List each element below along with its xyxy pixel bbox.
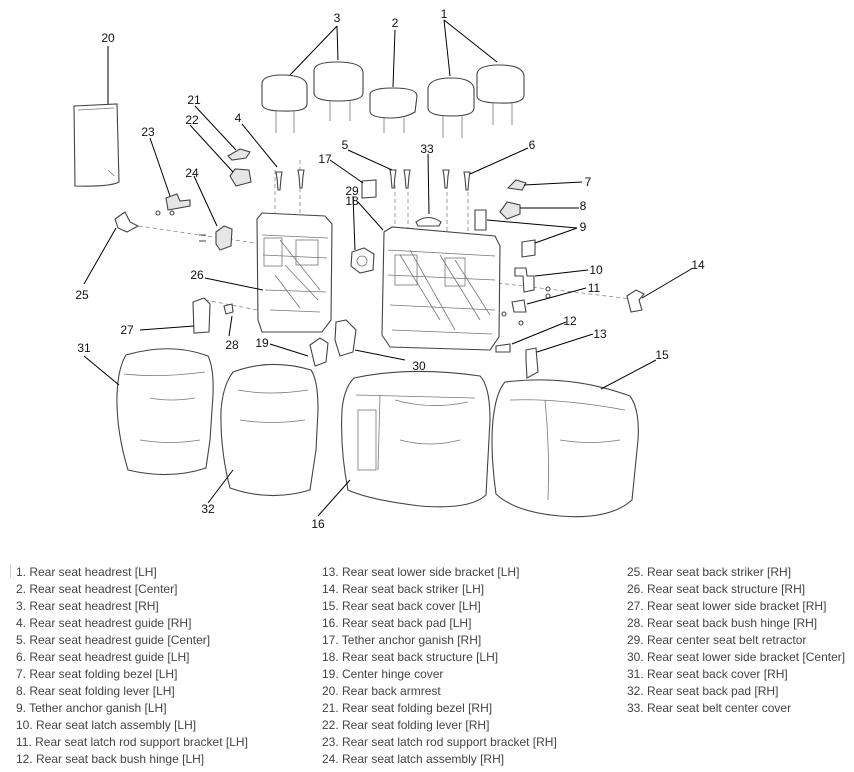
seat-belt-center-cover [415,216,442,227]
seat-back-cover-rh [116,348,214,476]
seat-back-structure-rh [256,212,333,333]
seat-back-structure-lh [381,226,501,351]
legend-item-19: 19. Center hinge cover [322,667,444,681]
legend-item-16: 16. Rear seat back pad [LH] [322,616,472,630]
callout-1: 1 [441,7,448,21]
callout-6: 6 [529,138,536,152]
callout-31: 31 [77,341,91,355]
legend-item-6: 6. Rear seat headrest guide [LH] [16,650,190,664]
legend-item-23: 23. Rear seat latch rod support bracket … [322,735,557,749]
legend-item-2: 2. Rear seat headrest [Center] [16,582,178,596]
leader-lines [83,19,694,517]
legend-item-10: 10. Rear seat latch assembly [LH] [16,718,197,732]
legend-item-17: 17. Tether anchor ganish [RH] [322,633,482,647]
legend-item-28: 28. Rear seat back bush hinge [RH] [627,616,818,630]
callout-2: 2 [392,16,399,30]
callout-27: 27 [120,323,134,337]
callout-3: 3 [334,11,341,25]
callout-23: 23 [141,125,155,139]
callout-21: 21 [187,93,201,107]
callout-28: 28 [225,338,239,352]
legend-item-22: 22. Rear seat folding lever [RH] [322,718,490,732]
headrest-lh [427,77,475,138]
small-parts-left [114,148,252,334]
callout-18: 18 [345,194,359,208]
callout-9: 9 [580,220,587,234]
legend-item-30: 30. Rear seat lower side bracket [Center… [627,650,846,664]
legend-item-20: 20. Rear back armrest [322,684,441,698]
legend-item-15: 15. Rear seat back cover [LH] [322,599,481,613]
headrest-rh-2 [313,61,364,121]
headrest-lh-2 [476,64,525,125]
callout-12: 12 [563,314,577,328]
legend-item-7: 7. Rear seat folding bezel [LH] [16,667,178,681]
callout-22: 22 [185,113,199,127]
callout-24: 24 [185,166,199,180]
legend-item-13: 13. Rear seat lower side bracket [LH] [322,565,520,579]
legend-item-33: 33. Rear seat belt center cover [627,701,792,715]
callout-11: 11 [588,281,601,295]
legend-item-12: 12. Rear seat back bush hinge [LH] [16,752,205,766]
small-parts-right [309,179,645,379]
seat-back-pad-lh [341,370,491,508]
legend-column-2: 13. Rear seat lower side bracket [LH] 14… [322,564,557,768]
callout-29: 29 [345,184,359,198]
callout-4: 4 [235,111,242,125]
tether-anchor-ganish-rh [361,179,377,199]
legend-column-1: 1. Rear seat headrest [LH] 2. Rear seat … [16,564,248,768]
legend-item-18: 18. Rear seat back structure [LH] [322,650,499,664]
callout-17: 17 [318,152,332,166]
legend-item-14: 14. Rear seat back striker [LH] [322,582,485,596]
legend-item-1: 1. Rear seat headrest [LH] [16,565,157,579]
headrest-rh [261,74,308,133]
headrest-center [369,87,418,133]
callout-25: 25 [75,288,89,302]
callout-10: 10 [589,263,603,277]
legend-item-24: 24. Rear seat latch assembly [RH] [322,752,505,766]
callout-5: 5 [342,138,349,152]
callout-19: 19 [255,336,269,350]
parts-legend: 1. Rear seat headrest [LH] 2. Rear seat … [0,556,854,768]
legend-item-11: 11. Rear seat latch rod support bracket … [16,735,248,749]
legend-item-31: 31. Rear seat back cover [RH] [627,667,788,681]
callout-7: 7 [585,175,592,189]
legend-item-29: 29. Rear center seat belt retractor [627,633,807,647]
legend-item-8: 8. Rear seat folding lever [LH] [16,684,175,698]
legend-item-5: 5. Rear seat headrest guide [Center] [16,633,211,647]
legend-item-21: 21. Rear seat folding bezel [RH] [322,701,493,715]
callout-13: 13 [593,327,607,341]
callout-20: 20 [101,31,115,45]
callout-8: 8 [580,199,587,213]
callout-33: 33 [420,142,434,156]
callout-30: 30 [412,359,426,373]
seat-back-cover-lh [491,379,639,518]
legend-column-3: 25. Rear seat back striker [RH] 26. Rear… [627,564,845,717]
rear-back-armrest [73,103,120,187]
exploded-parts-diagram: 1 2 3 4 5 6 7 8 9 10 11 12 13 14 15 16 1… [73,7,705,531]
legend-item-27: 27. Rear seat lower side bracket [RH] [627,599,827,613]
legend-item-4: 4. Rear seat headrest guide [RH] [16,616,192,630]
legend-item-9: 9. Tether anchor ganish [LH] [16,701,167,715]
headrest-guides [275,169,471,191]
callout-32: 32 [201,502,215,516]
legend-item-32: 32. Rear seat back pad [RH] [627,684,779,698]
callout-15: 15 [655,348,669,362]
callout-26: 26 [190,268,204,282]
legend-divider [10,564,11,578]
legend-item-26: 26. Rear seat back structure [RH] [627,582,806,596]
callout-labels: 1 2 3 4 5 6 7 8 9 10 11 12 13 14 15 16 1… [75,7,705,531]
legend-item-25: 25. Rear seat back striker [RH] [627,565,792,579]
callout-14: 14 [691,258,705,272]
seat-back-pad-rh [220,363,319,497]
center-seat-belt-retractor [350,247,375,274]
callout-16: 16 [311,517,325,531]
legend-item-3: 3. Rear seat headrest [RH] [16,599,159,613]
